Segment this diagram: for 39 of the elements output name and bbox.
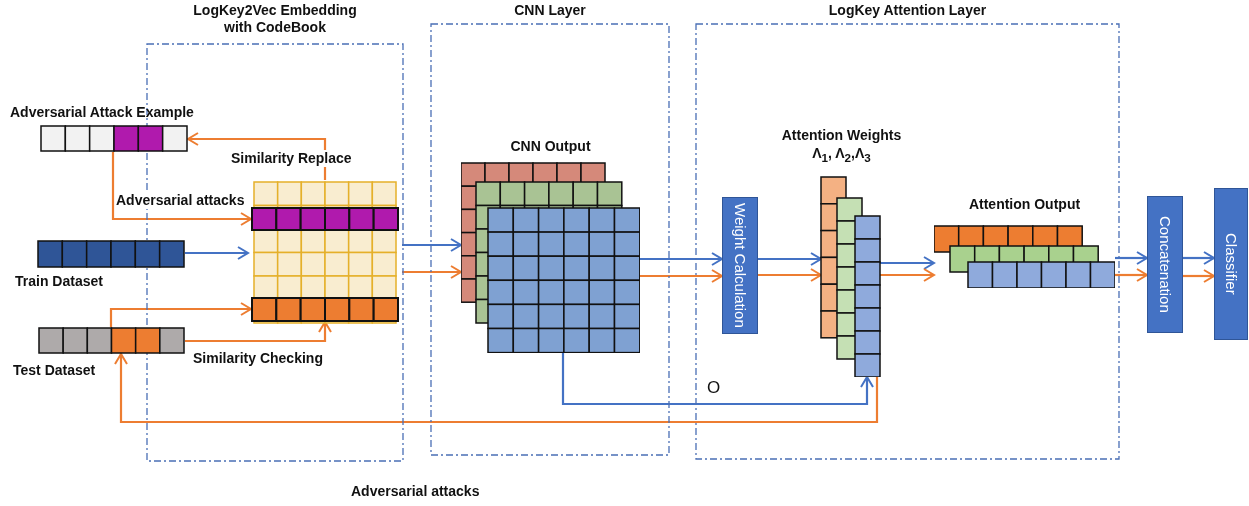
caption-label: Adversarial attacks [351,483,480,500]
arrow [640,252,723,266]
arrow [402,238,462,252]
arrow [114,353,879,424]
box-label: Weight Calculation [731,203,749,328]
edge-label: Similarity Checking [192,350,324,367]
arrow [880,268,935,282]
arrow [561,353,874,406]
layer-heading: Attention Weights [780,127,903,144]
process-box [1147,196,1183,333]
layer-heading: Attention Output [967,196,1082,213]
arrow [1115,268,1148,282]
layer-heading: Λ$_{1}$, Λ$_{2}$,Λ$_{3}$ [811,145,872,166]
arrow [185,246,249,260]
process-box [1214,188,1248,340]
vector-caption: Test Dataset [13,362,96,379]
edge-label: Adversarial attacks [115,192,246,209]
arrow [1115,251,1148,265]
box-label: Classifier [1222,233,1240,295]
layer-heading: CNN Output [509,138,592,155]
arrow [1183,269,1215,283]
edge-label: Similarity Replace [230,150,353,167]
arrow [640,269,723,283]
symbol-label: O [707,379,721,396]
arrow [187,132,327,180]
arrow [111,152,252,226]
arrow [758,252,822,266]
arrow [109,302,252,327]
group-title: LogKey Attention Layer [827,2,988,19]
vector-caption: Train Dataset [15,273,103,290]
arrow [402,265,462,279]
box-label: Concatenation [1156,216,1174,313]
group-title: CNN Layer [513,2,587,19]
process-box [722,197,758,334]
group-title: LogKey2Vec Embedding with CodeBook [192,2,358,36]
arrow [1183,251,1215,265]
arrow [880,256,935,270]
arrow [758,268,822,282]
vector-caption: Adversarial Attack Example [10,104,194,121]
